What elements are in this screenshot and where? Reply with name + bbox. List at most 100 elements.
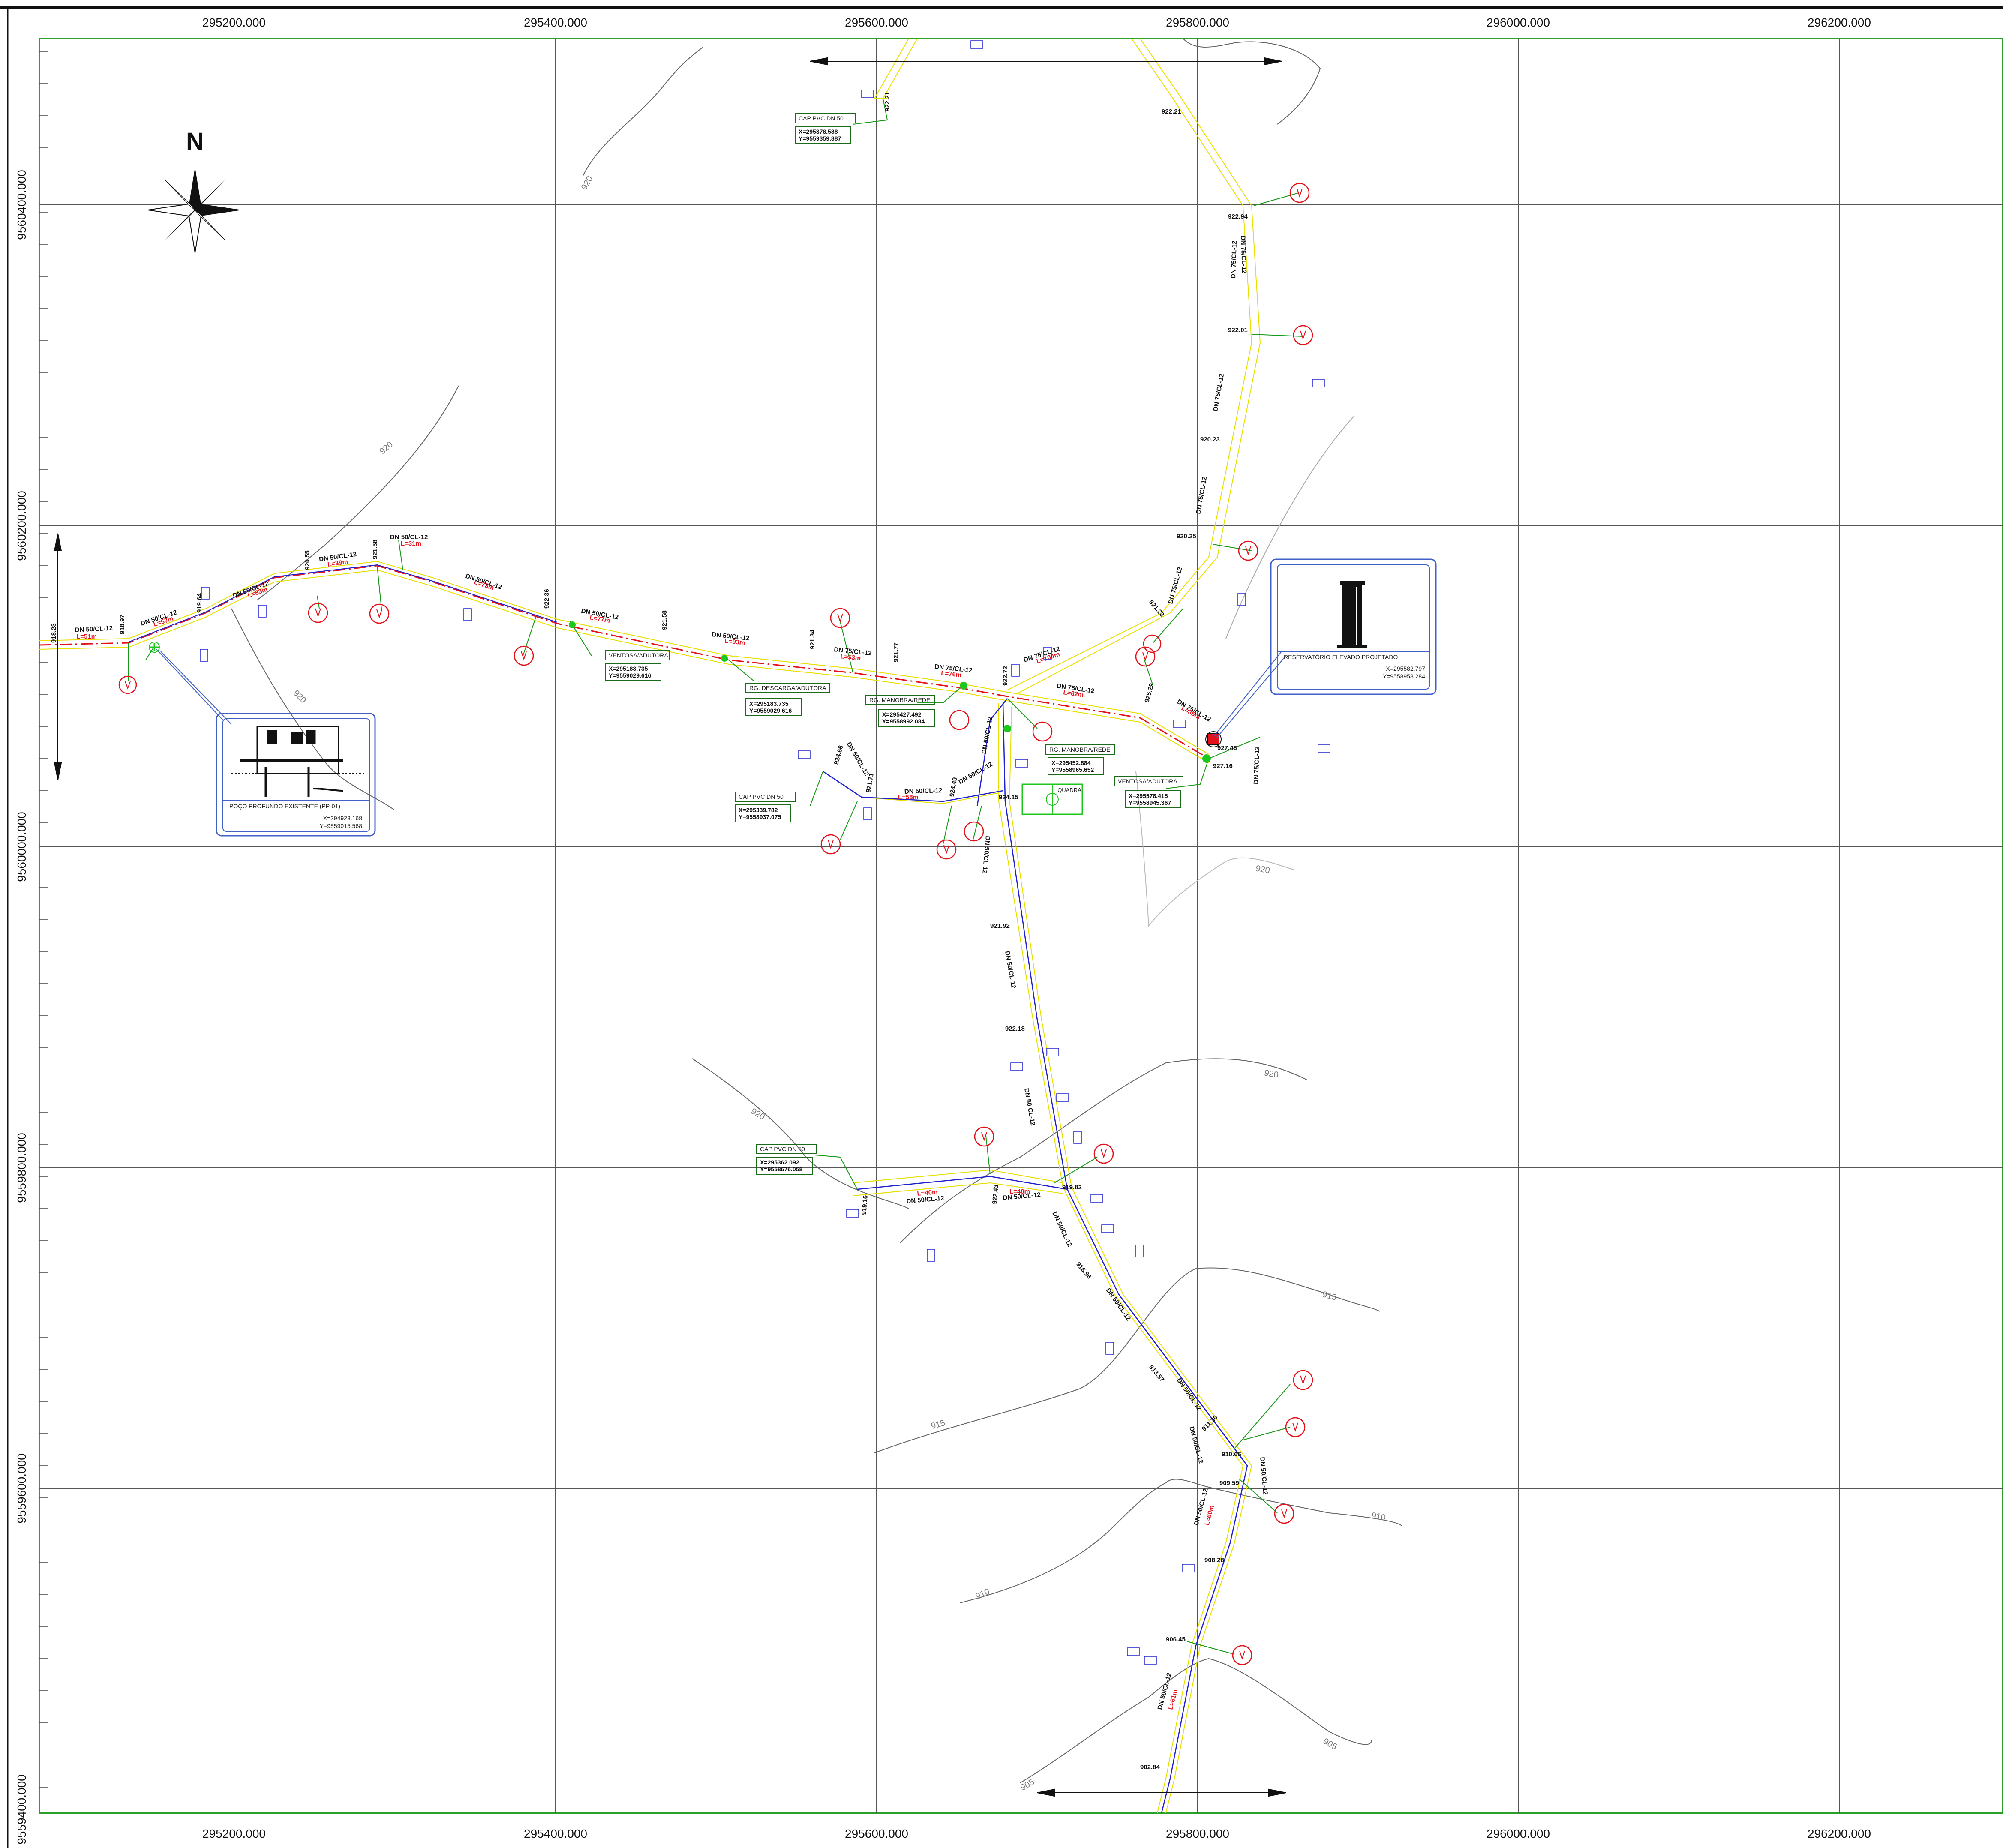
callout-y: Y=9559029.616 <box>609 672 651 679</box>
reservoir-x: X=295582.797 <box>1386 665 1426 672</box>
y-axis-left: 9560400.000 9560200.000 9560000.000 9559… <box>15 170 28 1845</box>
elevation-label: 902.84 <box>1140 1764 1160 1771</box>
small-callouts <box>605 113 1183 1175</box>
tower-icon <box>1337 581 1367 648</box>
callout-y: Y=9558676.058 <box>760 1166 802 1173</box>
elevation-label: 909.59 <box>1219 1479 1239 1487</box>
reservoir-title: RESERVATÓRIO ELEVADO PROJETADO <box>1284 654 1398 660</box>
y-tick-label: 9560400.000 <box>15 170 28 240</box>
service-connections <box>128 98 1303 1655</box>
callout-x: X=295339.782 <box>739 807 778 813</box>
quadra-label: QUADRA <box>1057 787 1081 793</box>
well-x: X=294923.168 <box>323 815 363 822</box>
callout-title: RG. DESCARGA/ADUTORA <box>749 684 826 691</box>
elevation-label: 924.15 <box>999 794 1018 801</box>
section-markers <box>54 57 1286 1797</box>
callout-y: Y=9559359.887 <box>799 135 841 142</box>
x-axis-top: 295200.000 295400.000 295600.000 295800.… <box>202 16 1871 29</box>
callout-x: X=295362.092 <box>760 1159 799 1166</box>
elevation-label: 922.94 <box>1228 213 1248 220</box>
length-label: L=53m <box>840 653 861 662</box>
elevation-label: 920.23 <box>1200 436 1220 443</box>
x-tick-label: 295800.000 <box>1166 16 1229 29</box>
pipe-label: DN 75/CL-12 <box>1230 240 1238 279</box>
y-tick-label: 9559800.000 <box>15 1133 28 1203</box>
elevation-label: 921.34 <box>809 629 816 649</box>
callout-x: X=295183.735 <box>609 665 648 672</box>
callout-y: Y=9558965.652 <box>1051 766 1094 773</box>
callout-y: Y=9558945.367 <box>1129 799 1171 806</box>
x-tick-label: 295800.000 <box>1166 1827 1229 1840</box>
callout-x: X=295452.884 <box>1051 759 1091 766</box>
length-label: L=31m <box>401 540 421 547</box>
length-label: L=76m <box>941 669 962 679</box>
callout-title: RG. MANOBRA/REDE <box>1049 746 1110 753</box>
y-tick-label: 9560000.000 <box>15 812 28 882</box>
well-callout: POÇO PROFUNDO EXISTENTE (PP-01) X=294923… <box>216 713 376 837</box>
y-tick-label: 9559400.000 <box>15 1774 28 1845</box>
x-tick-label: 295400.000 <box>524 16 587 29</box>
elevation-label: 927.46 <box>1217 744 1237 752</box>
x-tick-label: 296200.000 <box>1808 16 1871 29</box>
elevation-label: 918.23 <box>50 623 57 643</box>
pipe-label: DN 75/CL-12 <box>1239 236 1248 274</box>
road-bands <box>39 38 1261 1813</box>
callout-y: Y=9558937.075 <box>739 813 781 820</box>
distribution-network-blue <box>823 698 1248 1813</box>
contour-lines <box>231 38 1402 1783</box>
north-label: N <box>186 128 204 156</box>
main-pipeline-red <box>39 565 1209 759</box>
well-marker-icon <box>150 643 159 651</box>
callout-title: CAP PVC DN 50 <box>739 793 784 800</box>
elevation-label: 919.82 <box>1062 1184 1082 1191</box>
elevation-label: 922.21 <box>884 92 891 111</box>
well-drawing-icon <box>231 726 364 797</box>
elevation-label: 908.28 <box>1204 1557 1224 1564</box>
x-axis-bottom: 295200.000 295400.000 295600.000 295800.… <box>202 1827 1871 1840</box>
pipeline-nodes <box>569 621 1211 763</box>
map-frame <box>39 38 2003 1814</box>
x-tick-label: 295200.000 <box>202 1827 266 1840</box>
y-tick-label: 9559600.000 <box>15 1453 28 1524</box>
callout-title: CAP PVC DN 50 <box>799 115 844 122</box>
x-tick-label: 296000.000 <box>1486 16 1550 29</box>
reservoir-callout: RESERVATÓRIO ELEVADO PROJETADO X=295582.… <box>1270 558 1437 695</box>
elevation-label: 922.18 <box>1005 1025 1025 1032</box>
callout-x: X=295427.492 <box>882 711 922 718</box>
callout-title: CAP PVC DN 50 <box>760 1146 805 1152</box>
pipe-label: DN 75/CL-12 <box>1252 746 1261 784</box>
well-y: Y=9559015.568 <box>320 822 362 829</box>
coordinate-grid <box>39 39 2003 1813</box>
elevation-label: 920.25 <box>1177 533 1196 540</box>
length-label: L=93m <box>724 637 745 647</box>
x-tick-label: 295600.000 <box>845 16 908 29</box>
y-tick-label: 9560200.000 <box>15 491 28 561</box>
callout-title: VENTOSA/ADUTORA <box>609 652 668 659</box>
elevation-label: 910.66 <box>1222 1451 1241 1458</box>
x-tick-label: 295400.000 <box>524 1827 587 1840</box>
elevation-label: 921.77 <box>892 642 900 662</box>
reservoir-y: Y=9558958.284 <box>1383 673 1425 680</box>
length-label: L=39m <box>327 558 348 568</box>
callout-y: Y=9559029.616 <box>749 707 792 714</box>
x-tick-label: 296200.000 <box>1808 1827 1871 1840</box>
elevation-label: 922.72 <box>1002 666 1009 686</box>
length-label: L=58m <box>898 794 919 801</box>
callout-x: X=295578.415 <box>1129 792 1168 799</box>
pipe-label: DN 50/CL-12 <box>904 787 943 795</box>
elevation-label: 921.58 <box>661 610 668 630</box>
elevation-label: 919.64 <box>196 593 203 613</box>
callout-x: X=295183.735 <box>749 700 789 707</box>
callout-title: VENTOSA/ADUTORA <box>1118 778 1177 785</box>
elevation-label: 927.16 <box>1213 762 1233 770</box>
x-tick-label: 295600.000 <box>845 1827 908 1840</box>
length-label: L=40m <box>917 1188 938 1197</box>
well-title: POÇO PROFUNDO EXISTENTE (PP-01) <box>229 803 340 810</box>
elevation-label: 918.97 <box>119 615 126 634</box>
hydrant-icons <box>125 188 1306 1660</box>
elevation-label: 921.92 <box>990 922 1010 930</box>
north-arrow-icon <box>147 167 242 255</box>
hydrant-symbols <box>118 183 1313 1665</box>
length-label: L=82m <box>1063 689 1084 699</box>
